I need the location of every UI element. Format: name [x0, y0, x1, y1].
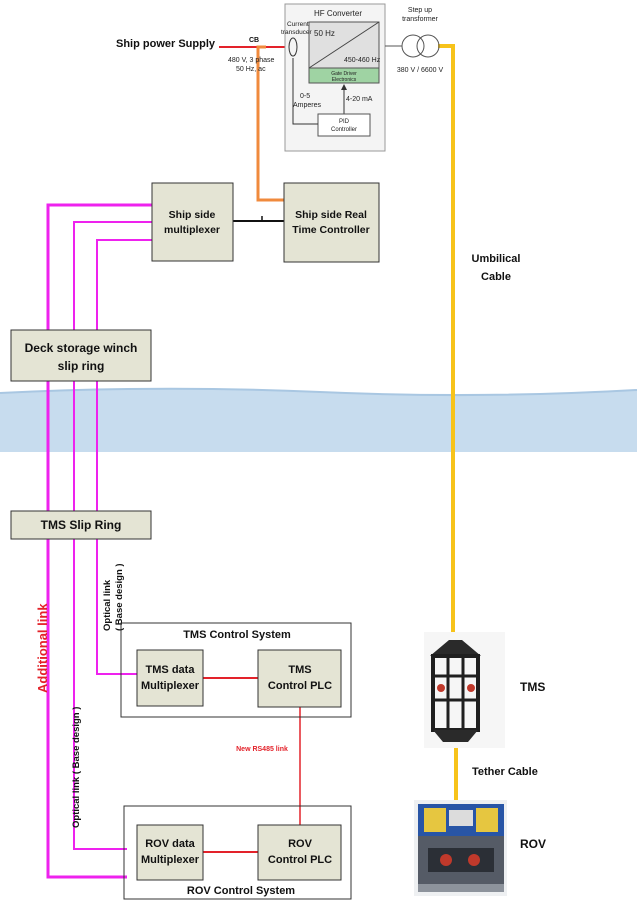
hf-converter-title: HF Converter	[314, 9, 362, 18]
hf-converter-panel: HF Converter 50 Hz 450-460 Hz Gate Drive…	[281, 4, 385, 151]
tether-cable-label: Tether Cable	[472, 766, 538, 778]
pid-line2: Controller	[331, 127, 357, 133]
rov-control-plc-block: ROV Control PLC	[258, 825, 341, 880]
transformer-title-line1: Step up	[408, 7, 432, 14]
gate-driver-line2: Electronics	[332, 77, 357, 83]
rov-data-mux-line2: Multiplexer	[141, 854, 200, 866]
umbilical-label-line2: Cable	[481, 271, 511, 283]
supply-spec-line2: 50 Hz, ac	[236, 66, 266, 73]
umbilical-cable-line	[438, 46, 453, 662]
deck-winch-line2: slip ring	[58, 359, 105, 373]
deck-winch-slip-ring-block: Deck storage winch slip ring	[11, 330, 151, 381]
hf-out-freq: 450-460 Hz	[344, 57, 381, 64]
tms-data-mux-line2: Multiplexer	[141, 680, 200, 692]
tms-control-system-label: TMS Control System	[183, 629, 291, 641]
rs485-label: New RS485 link	[236, 746, 288, 753]
sea-surface	[0, 389, 637, 452]
transformer-symbol	[385, 35, 439, 57]
optical-link-1-line2: ( Base design )	[114, 563, 125, 631]
ship-side-rtc-block: Ship side Real Time Controller	[284, 183, 379, 262]
tms-control-plc-block: TMS Control PLC	[258, 650, 341, 707]
tms-data-mux-line1: TMS data	[146, 664, 196, 676]
tms-cage-illustration	[424, 632, 505, 748]
rov-data-multiplexer-block: ROV data Multiplexer	[137, 825, 203, 880]
supply-spec-line1: 480 V, 3 phase	[228, 57, 275, 64]
tms-label: TMS	[520, 680, 545, 694]
ship-power-label: Ship power Supply	[116, 38, 216, 50]
tms-plc-line2: Control PLC	[268, 680, 332, 692]
rov-control-system-label: ROV Control System	[187, 885, 295, 897]
ma-label: 4-20 mA	[346, 96, 373, 103]
umbilical-label-line1: Umbilical	[472, 253, 521, 265]
tms-slip-ring-block: TMS Slip Ring	[11, 511, 151, 539]
ship-mux-line1: Ship side	[169, 209, 216, 221]
rov-data-mux-line1: ROV data	[145, 838, 195, 850]
rov-plc-line1: ROV	[288, 838, 313, 850]
rov-label: ROV	[520, 837, 546, 851]
transducer-line2: transducer	[281, 29, 313, 36]
tms-plc-line1: TMS	[288, 664, 311, 676]
rov-plc-line2: Control PLC	[268, 854, 332, 866]
ship-side-multiplexer-block: Ship side multiplexer	[152, 183, 233, 261]
tms-slip-ring-label: TMS Slip Ring	[41, 518, 122, 532]
transformer-title-line2: transformer	[402, 16, 438, 23]
ship-mux-line2: multiplexer	[164, 224, 220, 236]
amps-line2: Amperes	[293, 102, 322, 109]
optical-link-1-line1: Optical link	[102, 579, 113, 631]
optical-link-2-label: Optical link ( Base design )	[71, 707, 82, 828]
tms-data-multiplexer-block: TMS data Multiplexer	[137, 650, 203, 706]
transducer-line1: Current	[287, 21, 309, 28]
hf-in-freq: 50 Hz	[314, 29, 335, 38]
rtc-line1: Ship side Real	[295, 209, 367, 221]
additional-link-label: Additional link	[35, 603, 50, 693]
transformer-rating: 380 V / 6600 V	[397, 67, 444, 74]
cb-label: CB	[249, 37, 259, 44]
pid-line1: PID	[339, 119, 350, 125]
rov-illustration	[414, 800, 507, 896]
additional-link-line	[48, 205, 152, 877]
deck-winch-line1: Deck storage winch	[25, 341, 138, 355]
rtc-line2: Time Controller	[292, 224, 369, 236]
amps-line1: 0-5	[300, 93, 310, 100]
